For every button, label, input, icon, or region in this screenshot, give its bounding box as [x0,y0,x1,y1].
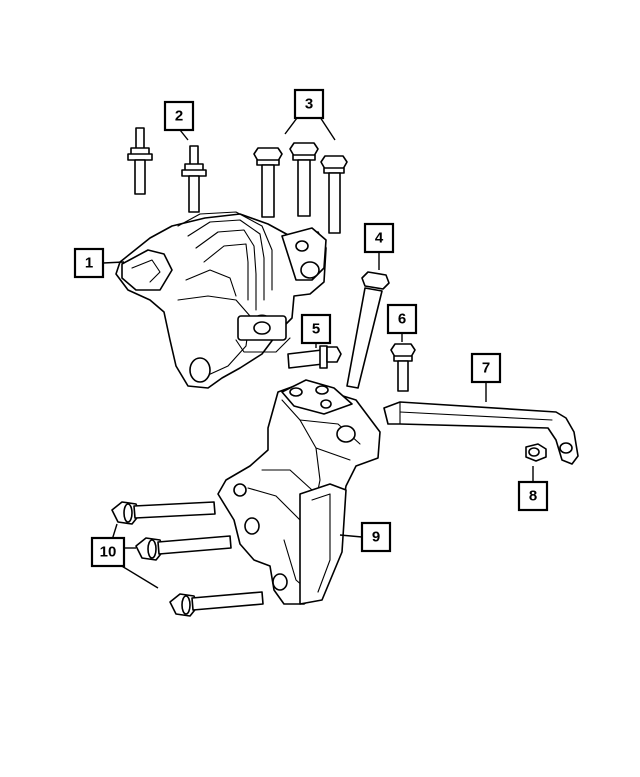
flange-bolt-10b [135,535,232,561]
callout-8-label: 8 [529,488,537,505]
hex-bolt-3c [320,155,348,234]
nut-8 [525,443,547,462]
hex-bolt-3b [289,142,319,217]
flange-bolt-10a [111,501,216,525]
callout-9-label: 9 [372,529,380,546]
callout-8: 8 [517,480,549,512]
hex-bolt-3a [253,147,283,218]
callout-6: 6 [386,303,418,335]
leader-9 [339,534,363,538]
callout-10-label: 10 [100,544,117,561]
callout-2-label: 2 [175,108,183,125]
engine-mount [115,211,327,389]
callout-1: 1 [73,247,105,279]
callout-5-label: 5 [312,321,320,338]
long-bolt-4 [346,271,390,389]
bolt-6 [390,343,416,392]
stud-bolt-2 [181,145,207,213]
callout-6-label: 6 [398,311,406,328]
flange-bolt-10c [169,591,264,617]
callout-3-label: 3 [305,96,313,113]
stud-bolt-left [127,127,153,195]
callout-7-label: 7 [482,360,490,377]
callout-4-label: 4 [375,230,384,247]
callout-7: 7 [470,352,502,384]
leader-10c [119,564,159,589]
callout-3: 3 [293,88,325,120]
torque-strut-bracket [383,401,579,465]
bolt-5 [287,345,342,369]
callout-10: 10 [90,536,126,568]
leader-2 [179,129,189,141]
leader-1 [102,261,125,264]
callout-2: 2 [163,100,195,132]
callout-4: 4 [363,222,395,254]
transmission-mount-bracket [217,379,381,605]
callout-1-label: 1 [85,255,93,272]
callout-5: 5 [300,313,332,345]
callout-9: 9 [360,521,392,553]
